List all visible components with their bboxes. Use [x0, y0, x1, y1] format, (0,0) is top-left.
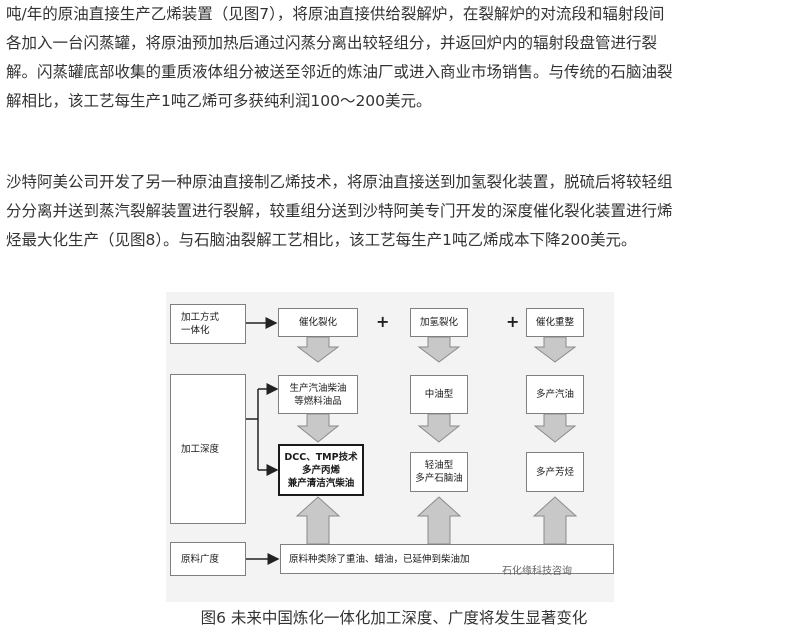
down-arrow	[296, 413, 340, 443]
paragraph-line: 各加入一台闪蒸罐，将原油预加热后通过闪蒸分离出较轻组分，并返回炉内的辐射段盘管进…	[6, 34, 658, 52]
label-integration: 加工方式 一体化	[170, 304, 246, 344]
down-arrow	[417, 413, 461, 443]
box-text: 等燃料油品	[294, 395, 342, 407]
box-text: 催化裂化	[298, 317, 337, 328]
down-arrow	[417, 336, 461, 363]
down-arrow	[533, 336, 577, 363]
box-text: 多产汽油	[535, 389, 574, 400]
box-text: 多产芳烃	[535, 466, 574, 478]
plus-sign: +	[376, 312, 390, 331]
box-middle-distillate: 中油型	[410, 375, 468, 414]
watermark-text: 石化缘科技咨询	[502, 566, 572, 577]
label-line: 一体化	[181, 325, 210, 336]
box-hydrocracking: 加氢裂化	[410, 308, 468, 337]
box-text: 多产石脑油	[415, 473, 463, 484]
down-arrow	[533, 413, 577, 443]
plus-sign: +	[506, 312, 520, 331]
paragraph-1: 吨/年的原油直接生产乙烯装置（见图7），将原油直接供给裂解炉，在裂解炉的对流段和…	[6, 0, 784, 116]
box-catalytic-reforming: 催化重整	[526, 308, 584, 337]
box-text: 中油型	[424, 389, 454, 400]
box-text: DCC、TMP技术	[284, 451, 358, 463]
paragraph-line: 分分离并送到蒸汽裂解装置进行裂解，较重组分送到沙特阿美专门开发的深度催化裂化装置…	[6, 202, 673, 220]
label-breadth: 原料广度	[170, 542, 246, 576]
down-arrow	[296, 336, 340, 363]
box-gasoline-diesel: 生产汽油柴油 等燃料油品	[278, 375, 358, 414]
box-more-gasoline: 多产汽油	[526, 375, 584, 414]
box-text: 加氢裂化	[419, 317, 458, 328]
box-text: 催化重整	[535, 317, 574, 328]
box-text: 兼产清洁汽柴油	[287, 477, 355, 489]
box-text: 原料种类除了重油、蜡油，已延伸到柴油加	[289, 553, 470, 565]
label-depth: 加工深度	[170, 374, 246, 524]
box-catalytic-cracking: 催化裂化	[278, 308, 358, 337]
box-text: 生产汽油柴油	[289, 382, 347, 394]
up-arrow	[416, 496, 462, 545]
paragraph-line: 烃最大化生产（见图8）。与石脑油裂解工艺相比，该工艺每生产1吨乙烯成本下降200…	[6, 231, 637, 249]
label-line: 加工方式	[181, 312, 220, 323]
box-feedstock-breadth: 原料种类除了重油、蜡油，已延伸到柴油加	[280, 544, 614, 574]
box-text: 多产丙烯	[301, 464, 340, 476]
up-arrow	[532, 496, 578, 545]
box-light-oil: 轻油型 多产石脑油	[410, 452, 468, 492]
up-arrow	[295, 496, 341, 545]
paragraph-line: 解相比，该工艺每生产1吨乙烯可多获纯利润100～200美元。	[6, 92, 432, 110]
paragraph-line: 吨/年的原油直接生产乙烯装置（见图7），将原油直接供给裂解炉，在裂解炉的对流段和…	[6, 5, 665, 23]
box-dcc-tmp: DCC、TMP技术 多产丙烯 兼产清洁汽柴油	[278, 444, 364, 496]
box-text: 轻油型	[424, 460, 454, 471]
label-text: 原料广度	[181, 553, 220, 565]
paragraph-line: 解。闪蒸罐底部收集的重质液体组分被送至邻近的炼油厂或进入商业市场销售。与传统的石…	[6, 63, 673, 81]
process-diagram-figure: 加工方式 一体化 加工深度 原料广度 催化裂化 + 加氢裂化 + 催化重整 生产…	[166, 292, 614, 602]
box-more-aromatics: 多产芳烃	[526, 452, 584, 492]
figure-caption: 图6 未来中国炼化一体化加工深度、广度将发生显著变化	[200, 609, 588, 627]
paragraph-2: 沙特阿美公司开发了另一种原油直接制乙烯技术，将原油直接送到加氢裂化装置，脱硫后将…	[6, 168, 784, 255]
label-text: 加工深度	[181, 443, 220, 455]
diagram-connectors	[246, 317, 578, 565]
paragraph-line: 沙特阿美公司开发了另一种原油直接制乙烯技术，将原油直接送到加氢裂化装置，脱硫后将…	[6, 173, 673, 191]
